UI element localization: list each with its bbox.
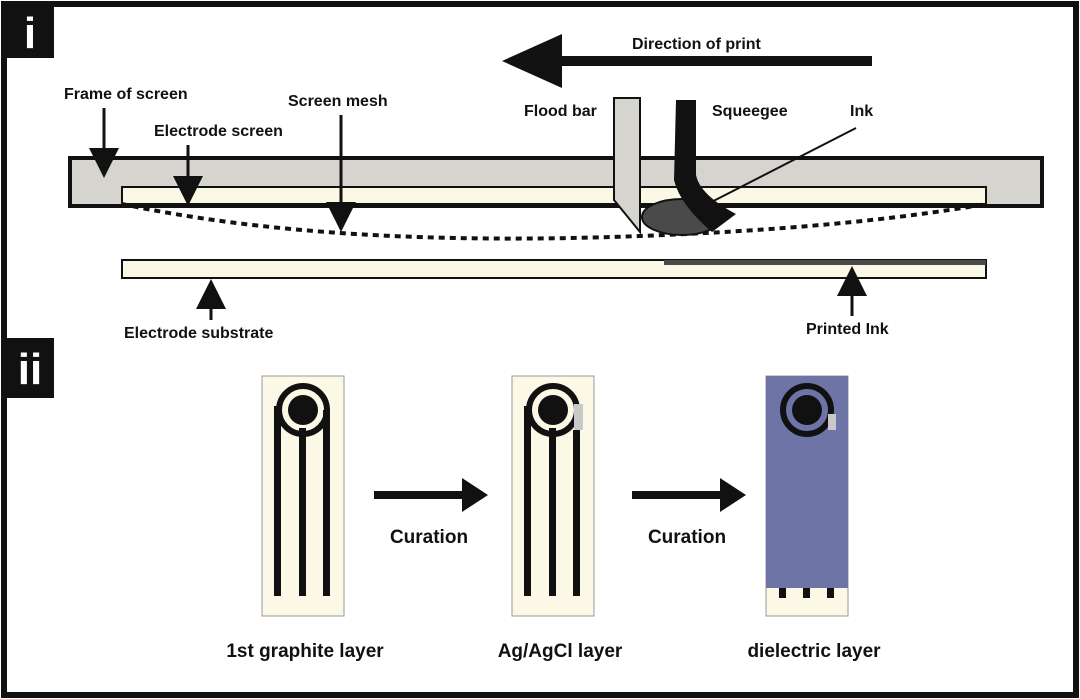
panel-ii: ii 1st graphite layer Curation Ag/A [6, 338, 881, 662]
direction-of-print-arrow [502, 34, 872, 88]
electrode-dielectric [765, 375, 849, 617]
ink-pointer [691, 127, 857, 213]
panel-ii-tag: ii [18, 345, 42, 394]
caption-agagcl: Ag/AgCl layer [498, 641, 623, 662]
curation-label-2: Curation [648, 527, 726, 548]
electrode-screen [121, 186, 987, 205]
panel-i-tag: i [24, 9, 36, 58]
panel-i-tag-box [6, 6, 54, 58]
electrode-screen-label: Electrode screen [154, 123, 283, 140]
ink-label: Ink [850, 103, 873, 120]
squeegee [674, 100, 736, 232]
printed-ink [664, 260, 986, 265]
curation-arrow-1 [374, 478, 488, 512]
electrode-graphite [261, 375, 345, 617]
flood-bar-label: Flood bar [524, 103, 597, 120]
frame-of-screen-label: Frame of screen [64, 86, 188, 103]
panel-i: i Direction of print Frame of screen Scr… [6, 6, 1044, 342]
squeegee-label: Squeegee [712, 103, 788, 120]
electrode-substrate-label: Electrode substrate [124, 325, 273, 342]
electrode-agagcl [511, 375, 595, 617]
printed-ink-label: Printed Ink [806, 321, 889, 338]
screen-mesh-label: Screen mesh [288, 93, 388, 110]
panel-ii-tag-box [6, 338, 54, 398]
flood-bar [613, 97, 641, 235]
caption-graphite: 1st graphite layer [226, 641, 384, 662]
curation-label-1: Curation [390, 527, 468, 548]
curation-arrow-2 [632, 478, 746, 512]
caption-dielectric: dielectric layer [747, 641, 881, 662]
screen-mesh [121, 202, 987, 241]
direction-of-print-label: Direction of print [632, 36, 762, 53]
